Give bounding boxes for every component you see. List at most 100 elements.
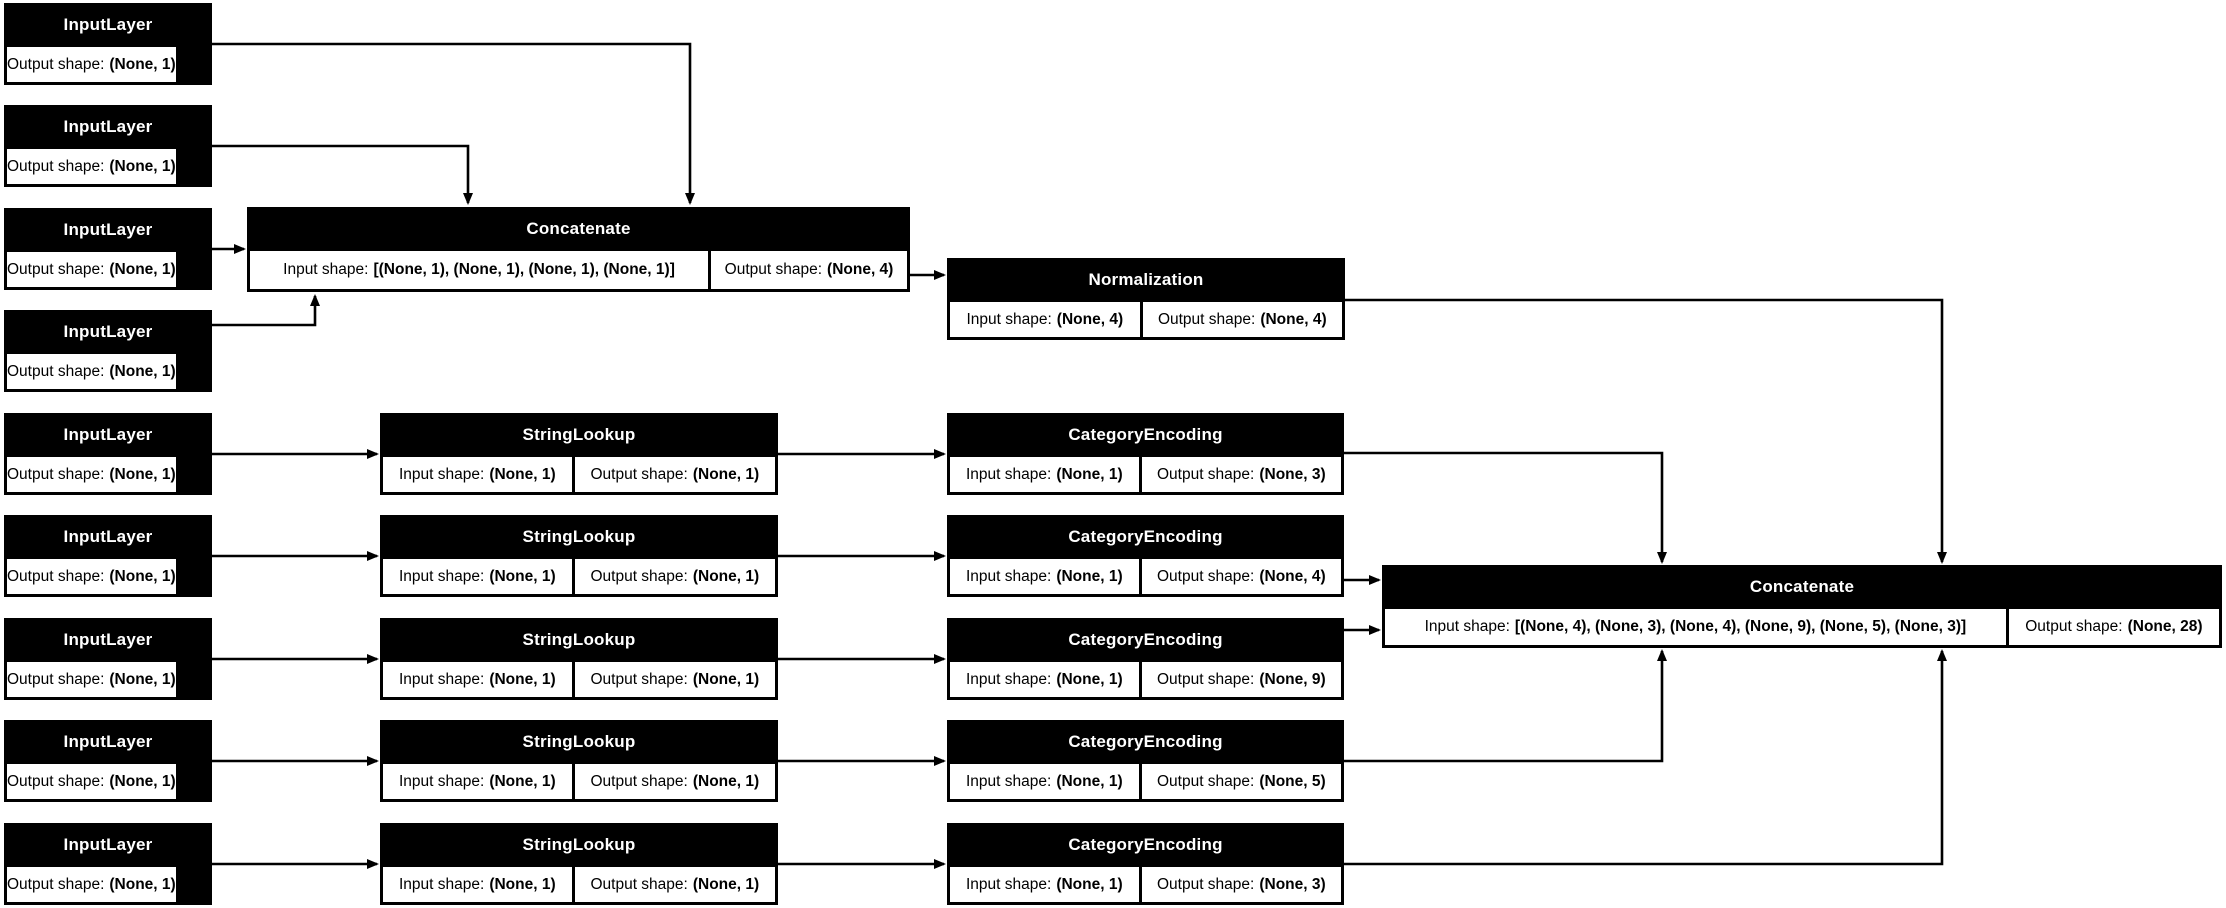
shape-label: Output shape: bbox=[1156, 875, 1255, 893]
edge-catenc5-to-concatenate1 bbox=[1344, 649, 1947, 866]
shape-cells: Output shape:(None, 1) bbox=[4, 662, 212, 700]
output-shape-cell: Output shape:(None, 3) bbox=[1141, 457, 1341, 492]
shape-value: (None, 1) bbox=[109, 567, 176, 585]
shape-cells: Input shape:(None, 1) Output shape:(None… bbox=[947, 559, 1344, 597]
layer-type-title: StringLookup bbox=[522, 835, 636, 854]
input-shape-cell: Input shape:[(None, 4), (None, 3), (None… bbox=[1385, 609, 2006, 645]
shape-label: Output shape: bbox=[2025, 618, 2123, 635]
output-shape-cell: Output shape:(None, 9) bbox=[1141, 662, 1341, 697]
shape-value: (None, 1) bbox=[109, 157, 176, 175]
shape-value: (None, 1) bbox=[489, 772, 556, 790]
shape-label: Output shape: bbox=[7, 875, 105, 893]
node-input-layer-5: InputLayer Output shape:(None, 1) bbox=[4, 413, 212, 495]
output-shape-cell: Output shape:(None, 5) bbox=[1141, 764, 1341, 799]
layer-type-title: InputLayer bbox=[63, 425, 153, 444]
edge-input4-to-concatenate bbox=[212, 294, 320, 327]
shape-value: (None, 1) bbox=[692, 567, 760, 585]
output-shape-cell: Output shape:(None, 1) bbox=[574, 764, 775, 799]
node-category-encoding-4: CategoryEncoding Input shape:(None, 1) O… bbox=[947, 720, 1344, 802]
shape-cells: Input shape:(None, 1) Output shape:(None… bbox=[947, 764, 1344, 802]
edge-input1-to-concatenate bbox=[212, 42, 695, 205]
edge-catenc4-to-concatenate1 bbox=[1344, 649, 1667, 763]
shape-value: (None, 4) bbox=[827, 261, 894, 278]
node-string-lookup-2: StringLookup Input shape:(None, 1) Outpu… bbox=[380, 515, 778, 597]
shape-cells: Input shape:(None, 1) Output shape:(None… bbox=[380, 867, 778, 905]
shape-cells: Input shape:(None, 1) Output shape:(None… bbox=[380, 764, 778, 802]
layer-type-title: CategoryEncoding bbox=[1068, 835, 1223, 854]
shape-label: Output shape: bbox=[7, 567, 105, 585]
node-string-lookup-4: StringLookup Input shape:(None, 1) Outpu… bbox=[380, 720, 778, 802]
output-shape-cell: Output shape:(None, 1) bbox=[7, 559, 176, 594]
edge-normalization-to-concatenate1 bbox=[1345, 298, 1947, 564]
shape-value: (None, 5) bbox=[1259, 772, 1326, 790]
output-shape-cell: Output shape:(None, 1) bbox=[574, 457, 775, 492]
shape-value: (None, 1) bbox=[692, 875, 760, 893]
shape-label: Output shape: bbox=[590, 772, 688, 790]
node-string-lookup-5: StringLookup Input shape:(None, 1) Outpu… bbox=[380, 823, 778, 905]
layer-type-title: InputLayer bbox=[63, 15, 153, 34]
shape-cells: Output shape:(None, 1) bbox=[4, 354, 212, 392]
shape-label: Output shape: bbox=[7, 362, 105, 380]
output-shape-cell: Output shape:(None, 1) bbox=[7, 149, 176, 184]
output-shape-cell: Output shape:(None, 1) bbox=[7, 867, 176, 902]
shape-label: Input shape: bbox=[965, 465, 1052, 483]
output-shape-cell: Output shape:(None, 1) bbox=[574, 867, 775, 902]
node-category-encoding-2: CategoryEncoding Input shape:(None, 1) O… bbox=[947, 515, 1344, 597]
shape-label: Output shape: bbox=[590, 670, 688, 688]
shape-label: Input shape: bbox=[965, 567, 1052, 585]
input-shape-cell: Input shape:(None, 1) bbox=[950, 457, 1139, 492]
layer-type-title: InputLayer bbox=[63, 117, 153, 136]
shape-cells: Input shape:[(None, 4), (None, 3), (None… bbox=[1382, 609, 2222, 648]
shape-cells: Output shape:(None, 1) bbox=[4, 252, 212, 290]
shape-label: Input shape: bbox=[965, 875, 1052, 893]
shape-value: (None, 9) bbox=[1259, 670, 1326, 688]
input-shape-cell: Input shape:(None, 1) bbox=[383, 457, 572, 492]
shape-value: (None, 1) bbox=[489, 567, 556, 585]
shape-value: [(None, 4), (None, 3), (None, 4), (None,… bbox=[1514, 618, 1967, 635]
layer-type-title: InputLayer bbox=[63, 835, 153, 854]
shape-value: (None, 1) bbox=[1056, 465, 1123, 483]
shape-value: (None, 1) bbox=[692, 670, 760, 688]
shape-value: (None, 1) bbox=[692, 465, 760, 483]
shape-value: (None, 1) bbox=[1056, 875, 1123, 893]
shape-value: (None, 1) bbox=[489, 465, 556, 483]
shape-cells: Input shape:(None, 1) Output shape:(None… bbox=[380, 662, 778, 700]
layer-type-title: CategoryEncoding bbox=[1068, 425, 1223, 444]
shape-cells: Output shape:(None, 1) bbox=[4, 867, 212, 905]
shape-label: Output shape: bbox=[1156, 670, 1255, 688]
layer-type-title: StringLookup bbox=[522, 425, 636, 444]
node-input-layer-6: InputLayer Output shape:(None, 1) bbox=[4, 515, 212, 597]
shape-label: Output shape: bbox=[1157, 310, 1256, 328]
shape-value: (None, 1) bbox=[1056, 670, 1123, 688]
shape-label: Input shape: bbox=[965, 772, 1052, 790]
layer-type-title: InputLayer bbox=[63, 630, 153, 649]
output-shape-cell: Output shape:(None, 1) bbox=[7, 252, 176, 287]
shape-value: (None, 1) bbox=[109, 670, 176, 688]
shape-cells: Output shape:(None, 1) bbox=[4, 764, 212, 802]
shape-cells: Input shape:(None, 4) Output shape:(None… bbox=[947, 302, 1345, 340]
shape-label: Input shape: bbox=[1424, 618, 1510, 635]
input-shape-cell: Input shape:(None, 4) bbox=[950, 302, 1140, 337]
node-concatenate-small: Concatenate Input shape:[(None, 1), (Non… bbox=[247, 207, 910, 292]
node-input-layer-7: InputLayer Output shape:(None, 1) bbox=[4, 618, 212, 700]
shape-cells: Input shape:(None, 1) Output shape:(None… bbox=[947, 867, 1344, 905]
output-shape-cell: Output shape:(None, 1) bbox=[7, 764, 176, 799]
shape-value: (None, 1) bbox=[109, 260, 176, 278]
shape-label: Output shape: bbox=[1156, 465, 1255, 483]
node-input-layer-9: InputLayer Output shape:(None, 1) bbox=[4, 823, 212, 905]
layer-type-title: InputLayer bbox=[63, 527, 153, 546]
shape-label: Input shape: bbox=[399, 772, 485, 790]
input-shape-cell: Input shape:(None, 1) bbox=[383, 867, 572, 902]
layer-type-title: CategoryEncoding bbox=[1068, 630, 1223, 649]
shape-cells: Output shape:(None, 1) bbox=[4, 47, 212, 85]
input-shape-cell: Input shape:(None, 1) bbox=[950, 559, 1139, 594]
input-shape-cell: Input shape:(None, 1) bbox=[950, 662, 1139, 697]
layer-type-title: InputLayer bbox=[63, 220, 153, 239]
shape-label: Output shape: bbox=[7, 465, 105, 483]
shape-label: Output shape: bbox=[1156, 567, 1255, 585]
shape-value: (None, 28) bbox=[2127, 618, 2203, 635]
node-category-encoding-5: CategoryEncoding Input shape:(None, 1) O… bbox=[947, 823, 1344, 905]
output-shape-cell: Output shape:(None, 1) bbox=[7, 47, 176, 82]
node-category-encoding-1: CategoryEncoding Input shape:(None, 1) O… bbox=[947, 413, 1344, 495]
